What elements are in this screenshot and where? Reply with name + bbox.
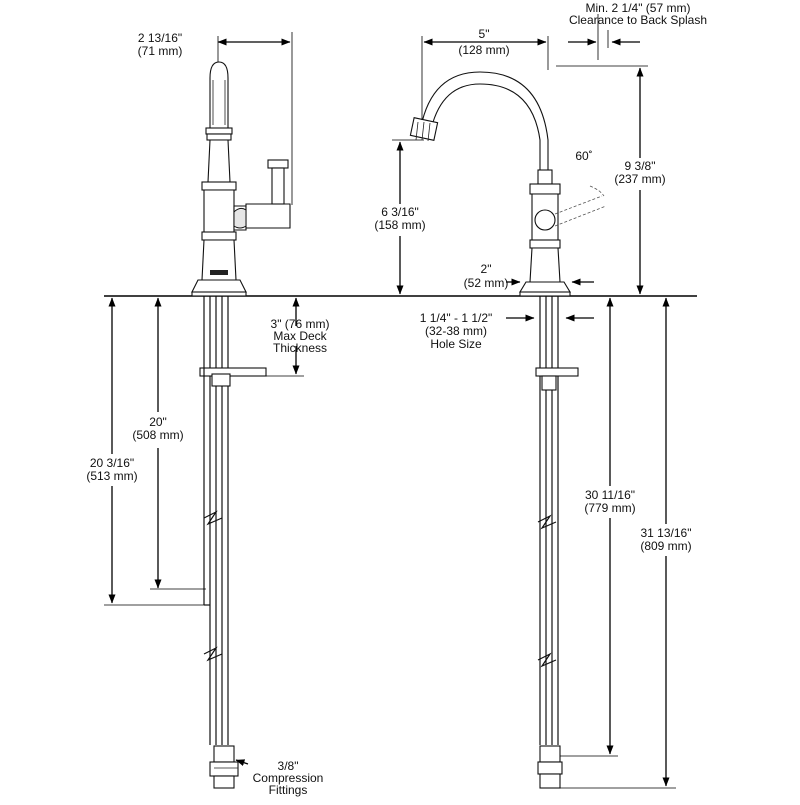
dim-deck-thickness: 3" (76 mm) Max Deck Thickness bbox=[266, 297, 330, 377]
base-inch: 2" bbox=[481, 262, 492, 276]
spout-height-inch: 9 3/8" bbox=[625, 159, 656, 173]
left-shank-assembly bbox=[199, 296, 267, 789]
supply31-mm: (809 mm) bbox=[640, 539, 691, 553]
reach-mm: (128 mm) bbox=[458, 43, 509, 57]
dim-hole-size: 1 1/4" - 1 1/2" (32-38 mm) Hole Size bbox=[420, 311, 594, 351]
base-mm: (52 mm) bbox=[464, 276, 509, 290]
supply30-inch: 30 11/16" bbox=[585, 488, 635, 502]
dim-width-inch: 2 13/16" bbox=[138, 31, 182, 45]
fittings-line2: Compression bbox=[253, 771, 324, 785]
clearance-mm: (158 mm) bbox=[374, 218, 425, 232]
dim-backsplash: Min. 2 1/4" (57 mm) Clearance to Back Sp… bbox=[568, 1, 707, 60]
dim-shank2016-mm: (513 mm) bbox=[86, 469, 137, 483]
supply30-mm: (779 mm) bbox=[584, 501, 635, 515]
dim-deck-line3: Thickness bbox=[273, 341, 327, 355]
handle-angle: 60˚ bbox=[575, 149, 592, 163]
hole-line3: Hole Size bbox=[430, 337, 482, 351]
dim-spout-height: 9 3/8" (237 mm) bbox=[556, 65, 666, 295]
clearance-inch: 6 3/16" bbox=[381, 205, 419, 219]
faucet-side-view bbox=[191, 61, 291, 297]
dim-base-width: 2" (52 mm) bbox=[464, 262, 594, 290]
dim-shank20-inch: 20" bbox=[149, 415, 167, 429]
fittings-line3: Fittings bbox=[269, 783, 308, 797]
fittings-size: 3/8" bbox=[278, 759, 299, 773]
backsplash-line2: Clearance to Back Splash bbox=[569, 13, 707, 27]
spout-height-mm: (237 mm) bbox=[614, 172, 665, 186]
dim-reach: 5" (128 mm) bbox=[421, 27, 549, 120]
dim-shank-20: 20" (508 mm) bbox=[132, 297, 206, 590]
dim-shank2016-inch: 20 3/16" bbox=[90, 456, 134, 470]
dim-deck-line2: Max Deck bbox=[273, 329, 327, 343]
hole-line2: (32-38 mm) bbox=[425, 324, 487, 338]
faucet-front-view bbox=[409, 71, 607, 297]
dim-shank20-mm: (508 mm) bbox=[132, 428, 183, 442]
dim-width-mm: (71 mm) bbox=[138, 44, 183, 58]
hole-line1: 1 1/4" - 1 1/2" bbox=[420, 311, 493, 325]
right-shank-assembly bbox=[535, 296, 579, 789]
backsplash-line1: Min. 2 1/4" (57 mm) bbox=[586, 1, 691, 15]
dim-supply-31: 31 13/16" (809 mm) bbox=[560, 297, 692, 789]
supply31-inch: 31 13/16" bbox=[641, 526, 692, 540]
dim-deck-line1: 3" (76 mm) bbox=[271, 317, 330, 331]
reach-inch: 5" bbox=[479, 27, 490, 41]
dim-fittings: 3/8" Compression Fittings bbox=[235, 759, 324, 797]
dim-supply-30: 30 11/16" (779 mm) bbox=[560, 297, 636, 757]
dim-spout-clearance: 6 3/16" (158 mm) bbox=[374, 139, 426, 295]
dim-shank-20-316: 20 3/16" (513 mm) bbox=[86, 297, 204, 606]
dim-body-width: 2 13/16" (71 mm) bbox=[138, 31, 293, 205]
